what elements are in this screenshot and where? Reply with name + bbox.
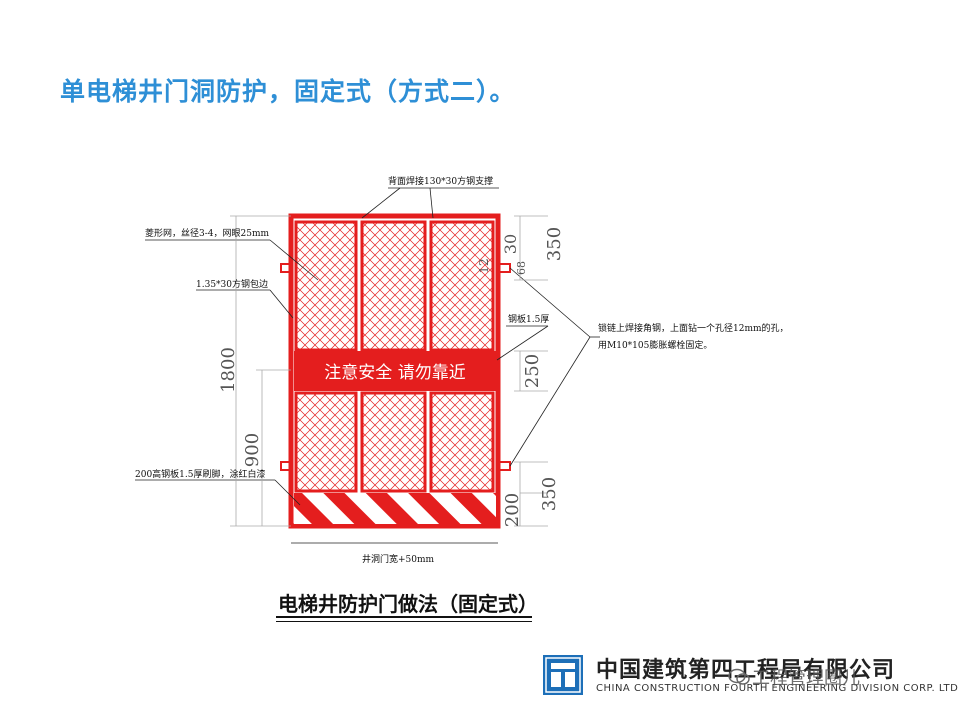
dimension-lines [230,215,548,527]
caption-underline-thin [276,621,532,622]
label-edge: 1.35*30方钢包边 [196,278,268,290]
drawing-caption: 电梯井防护门做法（固定式） [278,592,538,616]
dim-total-height: 1800 [218,347,239,393]
leader-lines [135,187,600,544]
dim-top-offset: 350 [544,227,565,261]
dim-top-small-2: 12 [477,258,491,273]
mesh-panel [429,220,495,352]
dim-sign-height: 250 [522,354,543,388]
label-anchor-1: 锁链上焊接角钢，上面钻一个孔径12mm的孔， [598,322,789,334]
page-title: 单电梯井门洞防护，固定式（方式二）。 [60,77,516,106]
dim-top-small-3: 68 [515,261,528,275]
mesh-panel [429,391,495,493]
dim-top-small-1: 30 [501,234,520,254]
label-width: 井洞门宽+50mm [362,553,435,565]
warning-sign [294,351,496,391]
company-name-en: CHINA CONSTRUCTION FOURTH ENGINEERING DI… [596,683,959,694]
label-kick-plate: 200高钢板1.5厚刷脚，涂红白漆 [135,468,266,480]
door-frame [280,213,511,529]
company-logo [543,655,583,695]
watermark-text: 工程管理圈儿 [752,668,860,689]
caption-underline [276,616,532,618]
dim-lower-height: 900 [242,433,263,467]
label-plate: 钢板1.5厚 [508,313,549,325]
label-mesh: 菱形网，丝径3-4，网眼25mm [145,227,269,239]
mesh-panel [294,391,358,493]
label-top-support: 背面焊接130*30方钢支撑 [388,175,493,187]
kick-plate [294,493,496,524]
label-anchor-2: 用M10*105膨胀螺栓固定。 [598,339,712,351]
mesh-panel [360,391,427,493]
mesh-panel [360,220,427,352]
mesh-panel [294,220,358,352]
wechat-icon [728,668,750,685]
sign-text: 注意安全 请勿靠近 [324,363,465,383]
dim-bottom-plate: 200 [502,493,523,527]
dim-bottom-offset: 350 [539,477,560,511]
